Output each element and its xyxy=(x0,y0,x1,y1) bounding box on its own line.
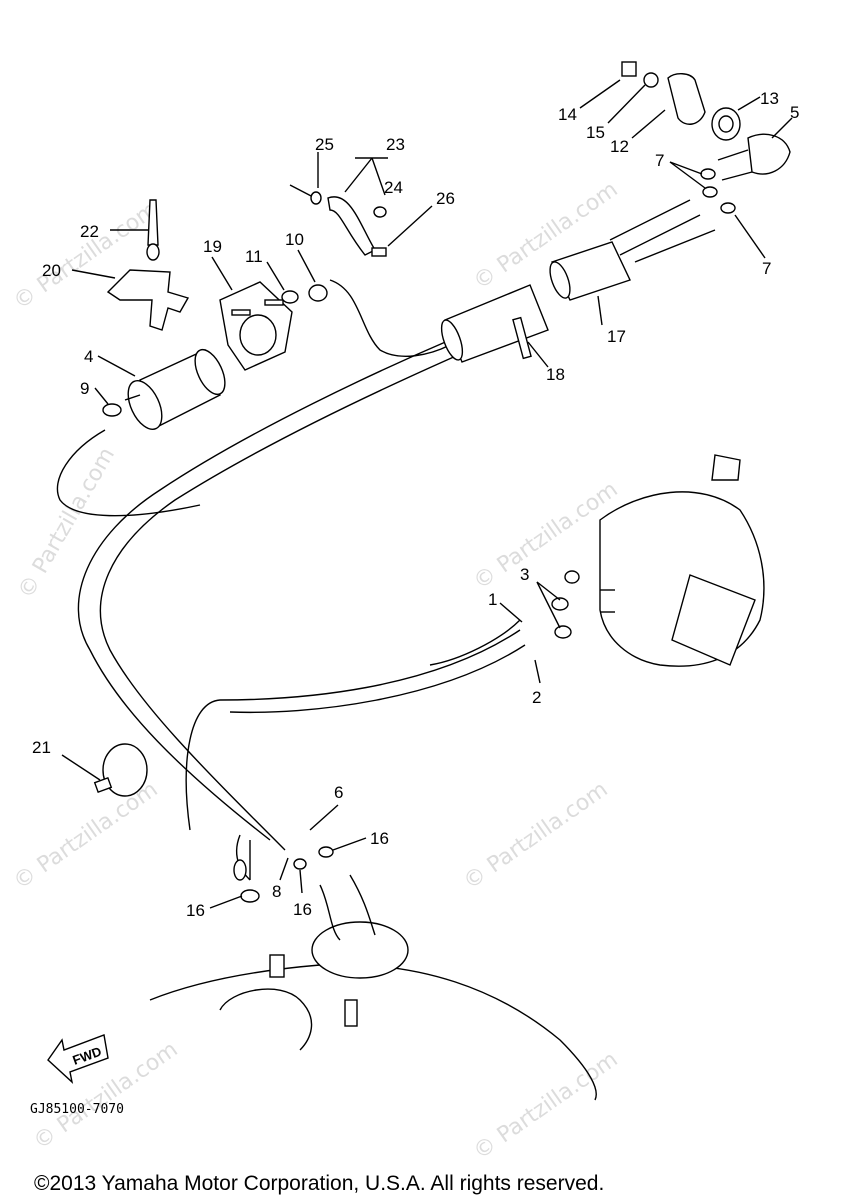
callout-20: 20 xyxy=(42,261,61,280)
callout-1: 1 xyxy=(488,590,497,609)
callout-10: 10 xyxy=(285,230,304,249)
callout-25: 25 xyxy=(315,135,334,154)
diagram-code: GJ85100-7070 xyxy=(30,1102,124,1117)
clamps-10-11 xyxy=(281,284,328,304)
callout-5: 5 xyxy=(790,103,799,122)
callout-3: 3 xyxy=(520,565,529,584)
callout-23: 23 xyxy=(386,135,405,154)
fwd-arrow-icon: FWD xyxy=(47,1034,109,1084)
callout-9: 9 xyxy=(80,379,89,398)
callout-7b: 7 xyxy=(762,259,771,278)
engine-outline xyxy=(551,454,765,667)
callout-6: 6 xyxy=(334,783,343,802)
callout-16a: 16 xyxy=(370,829,389,848)
leader-lines xyxy=(61,79,793,909)
holder xyxy=(219,281,293,371)
callout-13: 13 xyxy=(760,89,779,108)
hose-protectors xyxy=(440,241,631,363)
watermark: © Partzilla.com xyxy=(469,1047,622,1165)
callout-2: 2 xyxy=(532,688,541,707)
callout-18: 18 xyxy=(546,365,565,384)
callout-17: 17 xyxy=(607,327,626,346)
fuel-joint-assembly xyxy=(621,61,791,214)
callout-15: 15 xyxy=(586,123,605,142)
callout-8: 8 xyxy=(272,882,281,901)
callout-16c: 16 xyxy=(186,901,205,920)
watermark: © Partzilla.com xyxy=(459,777,612,895)
callout-24: 24 xyxy=(384,178,403,197)
callout-22: 22 xyxy=(80,222,99,241)
band-clamp xyxy=(289,184,387,257)
fuel-hoses xyxy=(56,199,716,881)
callout-11: 11 xyxy=(245,247,263,266)
bracket xyxy=(106,199,190,331)
fuel-tank-outline xyxy=(149,846,597,1101)
cable-tie xyxy=(93,743,148,797)
watermark: © Partzilla.com xyxy=(14,443,121,603)
fuel-filter xyxy=(124,348,226,430)
callout-19: 19 xyxy=(203,237,222,256)
callout-14: 14 xyxy=(558,105,577,124)
callout-4: 4 xyxy=(84,347,93,366)
callout-16b: 16 xyxy=(293,900,312,919)
callout-12: 12 xyxy=(610,137,629,156)
callout-labels: 1 2 3 4 5 6 7 7 8 9 10 11 12 13 14 15 16… xyxy=(32,89,799,920)
watermark: © Partzilla.com xyxy=(9,777,162,895)
callout-21: 21 xyxy=(32,738,51,757)
callout-26: 26 xyxy=(436,189,455,208)
copyright-notice: ©2013 Yamaha Motor Corporation, U.S.A. A… xyxy=(34,1172,604,1195)
callout-7a: 7 xyxy=(655,151,664,170)
clamp-9 xyxy=(102,403,122,417)
